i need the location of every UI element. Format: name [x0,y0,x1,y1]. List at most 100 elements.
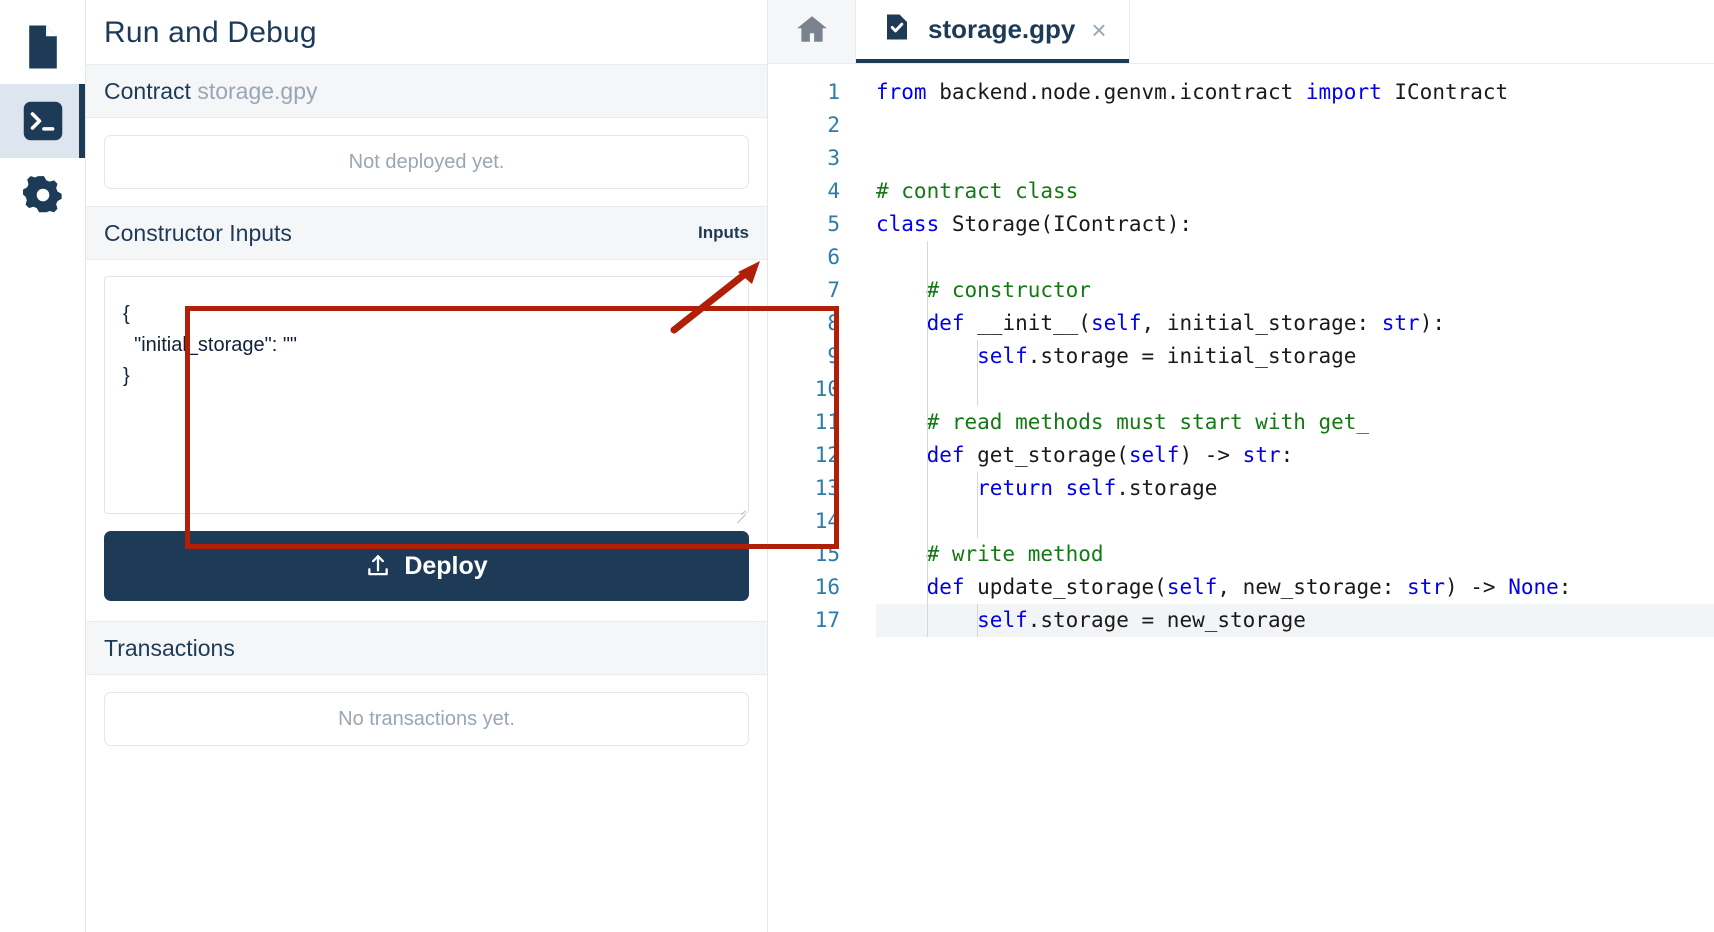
contract-section-header: Contract storage.gpy [86,64,767,118]
home-icon [795,12,829,51]
constructor-inputs-header: Constructor Inputs Inputs [86,206,767,260]
indent-guide [926,241,928,637]
gear-icon [22,174,64,216]
code-line: # contract class [876,175,1714,208]
code-token: def [926,311,978,335]
line-number: 13 [814,476,840,500]
code-token: str [1381,311,1420,335]
line-number: 15 [814,542,840,566]
code-line: self.storage = initial_storage [876,340,1714,373]
page-title: Run and Debug [104,16,317,49]
code-token: str [1407,575,1445,599]
code-token: __init__( [977,311,1091,335]
code-token: : [1558,575,1572,599]
inputs-toggle-button[interactable]: Inputs [698,223,749,242]
code-token: import [1305,80,1395,104]
code-token [876,575,927,599]
code-token: self [977,608,1028,632]
line-number: 17 [814,608,840,632]
code-token: return [977,476,1066,500]
transactions-status: No transactions yet. [104,692,749,746]
line-number: 12 [814,443,840,467]
code-line: def update_storage(self, new_storage: st… [876,571,1714,604]
line-number: 14 [814,509,840,533]
transactions-label: Transactions [104,634,235,661]
code-token: .storage = initial_storage [1027,344,1357,368]
code-token: def [926,443,978,467]
code-token: self [1166,575,1218,599]
line-number: 4 [827,179,840,203]
code-line: return self.storage [876,472,1714,505]
terminal-icon [22,100,64,142]
transactions-section-header: Transactions [86,621,767,675]
sidebar-item-run-and-debug[interactable] [0,84,85,158]
line-number: 1 [827,80,840,104]
deploy-button[interactable]: Deploy [104,531,749,601]
code-token: self [1065,476,1117,500]
code-token: ): [1419,311,1445,335]
code-token [876,311,927,335]
sidebar-item-files[interactable] [0,10,85,84]
constructor-inputs-editor-wrap [104,276,749,519]
code-line: # read methods must start with get_ [876,406,1714,439]
code-token: def [926,575,978,599]
file-icon [24,24,62,70]
code-token: ) -> [1179,443,1243,467]
upload-icon [365,553,391,579]
tabbar-filler [1128,0,1714,63]
code-token: .storage [1116,476,1218,500]
code-line [876,109,1714,142]
tab-home[interactable] [768,0,856,63]
sidebar-item-settings[interactable] [0,158,85,232]
tab-label: storage.gpy [928,14,1076,44]
code-line: # constructor [876,274,1714,307]
line-number: 5 [827,212,840,236]
activity-bar [0,0,86,932]
line-number: 16 [814,575,840,599]
code-token: str [1242,443,1281,467]
contract-filename: storage.gpy [197,77,318,104]
code-token: ) -> [1444,575,1509,599]
code-token: get_storage( [977,443,1129,467]
code-token: update_storage( [977,575,1167,599]
indent-guide [977,604,979,637]
code-token: : [1280,443,1294,467]
code-content[interactable]: from backend.node.genvm.icontract import… [856,76,1714,932]
line-number: 6 [827,245,840,269]
code-line [876,373,1714,406]
code-line: self.storage = new_storage [876,604,1714,637]
code-token: self [977,344,1028,368]
code-token: from [876,80,940,104]
code-token: , new_storage: [1217,575,1408,599]
code-token: self [1128,443,1180,467]
code-token: # constructor [876,278,1091,302]
code-token: # read methods must start with get_ [876,410,1370,434]
code-line [876,142,1714,175]
contract-label: Contract [104,77,191,104]
tab-storage-gpy[interactable]: storage.gpy × [856,0,1129,63]
code-line: class Storage(IContract): [876,208,1714,241]
code-token: , initial_storage: [1141,311,1382,335]
code-line: from backend.node.genvm.icontract import… [876,76,1714,109]
code-token: class [876,212,952,236]
line-number: 9 [827,344,840,368]
code-line: def __init__(self, initial_storage: str)… [876,307,1714,340]
indent-guide [977,340,979,406]
file-check-icon [882,12,912,47]
deploy-button-label: Deploy [404,551,488,580]
indent-guide [977,472,979,538]
constructor-inputs-textarea[interactable] [104,276,749,514]
line-number: 11 [814,410,840,434]
code-token: self [1090,311,1142,335]
code-token: # contract class [876,179,1079,203]
close-icon[interactable]: × [1091,14,1107,45]
code-line: def get_storage(self) -> str: [876,439,1714,472]
code-line [876,241,1714,274]
constructor-inputs-label: Constructor Inputs [104,219,292,246]
editor-tabbar: storage.gpy × [768,0,1714,64]
contract-label-group: Contract storage.gpy [104,78,318,105]
deployment-status: Not deployed yet. [104,135,749,189]
